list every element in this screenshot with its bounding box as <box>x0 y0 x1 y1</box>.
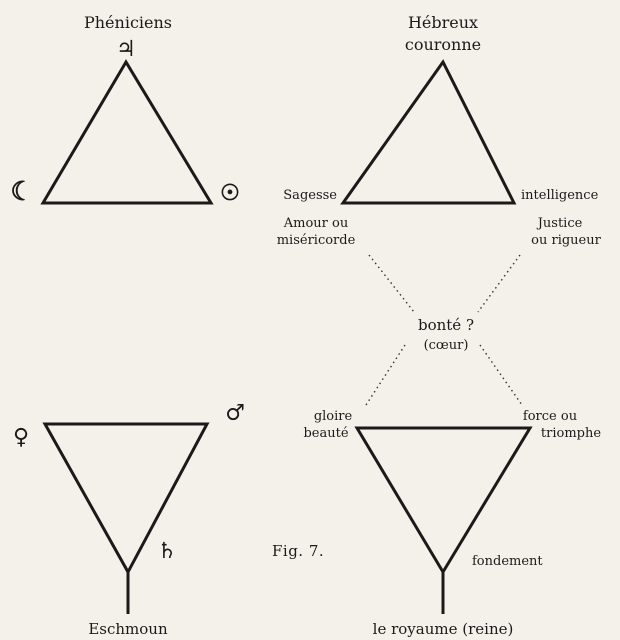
coeur-label: (cœur) <box>424 338 469 353</box>
fondement-label: fondement <box>472 554 543 569</box>
moon-symbol-icon: ☾ <box>10 177 33 207</box>
phoenicians-upper-triangle <box>40 59 214 205</box>
beaute-label: beauté <box>303 426 348 441</box>
jupiter-symbol-icon: ♃ <box>116 37 136 62</box>
mars-symbol-icon: ♂ <box>225 401 245 426</box>
venus-symbol-icon: ♀ <box>13 425 29 450</box>
couronne-label: couronne <box>405 35 481 54</box>
justice-label-line2: ou rigueur <box>531 233 601 248</box>
dotted-line-justice-to-bonte <box>477 254 521 313</box>
amour-label-line1: Amour ou <box>283 216 348 231</box>
saturn-symbol-icon: ♄ <box>157 539 177 564</box>
royaume-label: le royaume (reine) <box>373 620 514 638</box>
phoenicians-lower-triangle <box>42 422 210 576</box>
amour-label-line2: miséricorde <box>277 233 356 248</box>
figure-caption: Fig. 7. <box>272 542 324 560</box>
sagesse-label: Sagesse <box>283 188 337 203</box>
intelligence-label: intelligence <box>521 188 599 203</box>
hebrews-lower-triangle <box>354 426 533 575</box>
justice-label-line1: Justice <box>536 216 583 231</box>
bonte-label: bonté ? <box>418 316 474 334</box>
force-label: force ou <box>523 409 577 424</box>
gloire-label: gloire <box>314 409 353 424</box>
dotted-line-bonte-to-gloire <box>365 344 406 406</box>
hebrews-upper-triangle <box>340 59 517 205</box>
phoenicians-title: Phéniciens <box>84 13 172 32</box>
dotted-line-amour-to-bonte <box>368 254 415 313</box>
triomphe-label: triomphe <box>541 426 601 441</box>
eschmoun-label: Eschmoun <box>88 620 168 638</box>
hebrews-title: Hébreux <box>408 13 478 32</box>
dotted-line-bonte-to-force <box>479 344 523 406</box>
sun-symbol-icon: ☉ <box>220 180 240 206</box>
